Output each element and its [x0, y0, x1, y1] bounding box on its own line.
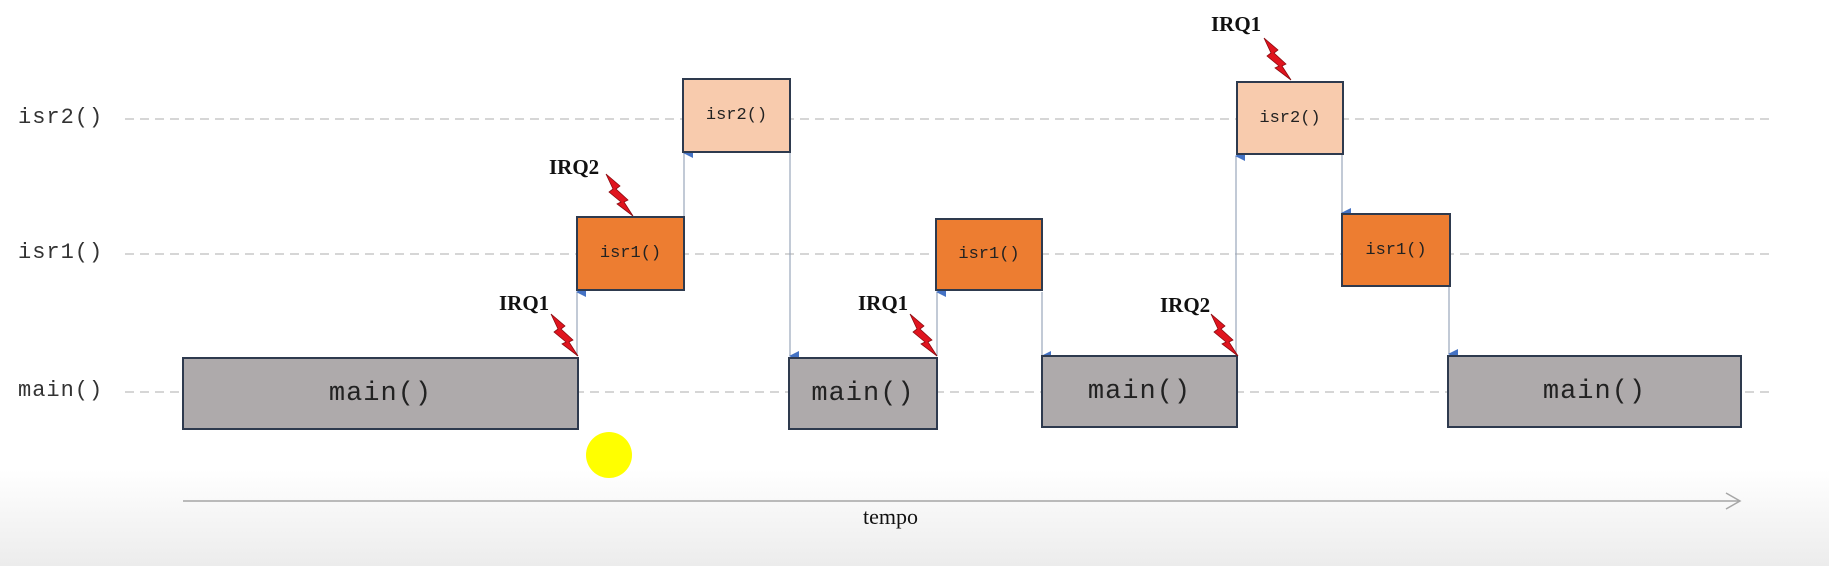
isr1-block-3: isr1(): [1341, 213, 1451, 287]
main-block-1: main(): [182, 357, 579, 430]
isr1-block-2: isr1(): [935, 218, 1043, 291]
lightning-bolt-icon: [605, 173, 634, 217]
main-block-3: main(): [1041, 355, 1238, 428]
irq-label-4: IRQ2: [1160, 293, 1211, 317]
cursor-highlight: [586, 432, 632, 478]
lightning-bolt-icon: [909, 313, 938, 357]
isr2-block-2: isr2(): [1236, 81, 1344, 155]
lightning-bolt-icon: [550, 313, 579, 357]
irq-label-5: IRQ1: [1211, 12, 1262, 36]
isr1-block-1: isr1(): [576, 216, 685, 291]
lightning-bolt-icon: [1210, 313, 1239, 357]
main-block-2: main(): [788, 357, 938, 430]
lane-label-main: main(): [18, 378, 104, 403]
irq-label-2: IRQ2: [549, 155, 600, 179]
time-axis-arrowhead: [1725, 492, 1742, 510]
isr2-block-1: isr2(): [682, 78, 791, 153]
irq-label-1: IRQ1: [499, 291, 550, 315]
time-axis-label: tempo: [863, 504, 918, 529]
lightning-bolt-icon: [1263, 37, 1292, 81]
lane-label-isr2: isr2(): [18, 105, 104, 130]
main-block-4: main(): [1447, 355, 1742, 428]
lane-label-isr1: isr1(): [18, 240, 104, 265]
irq-label-3: IRQ1: [858, 291, 909, 315]
